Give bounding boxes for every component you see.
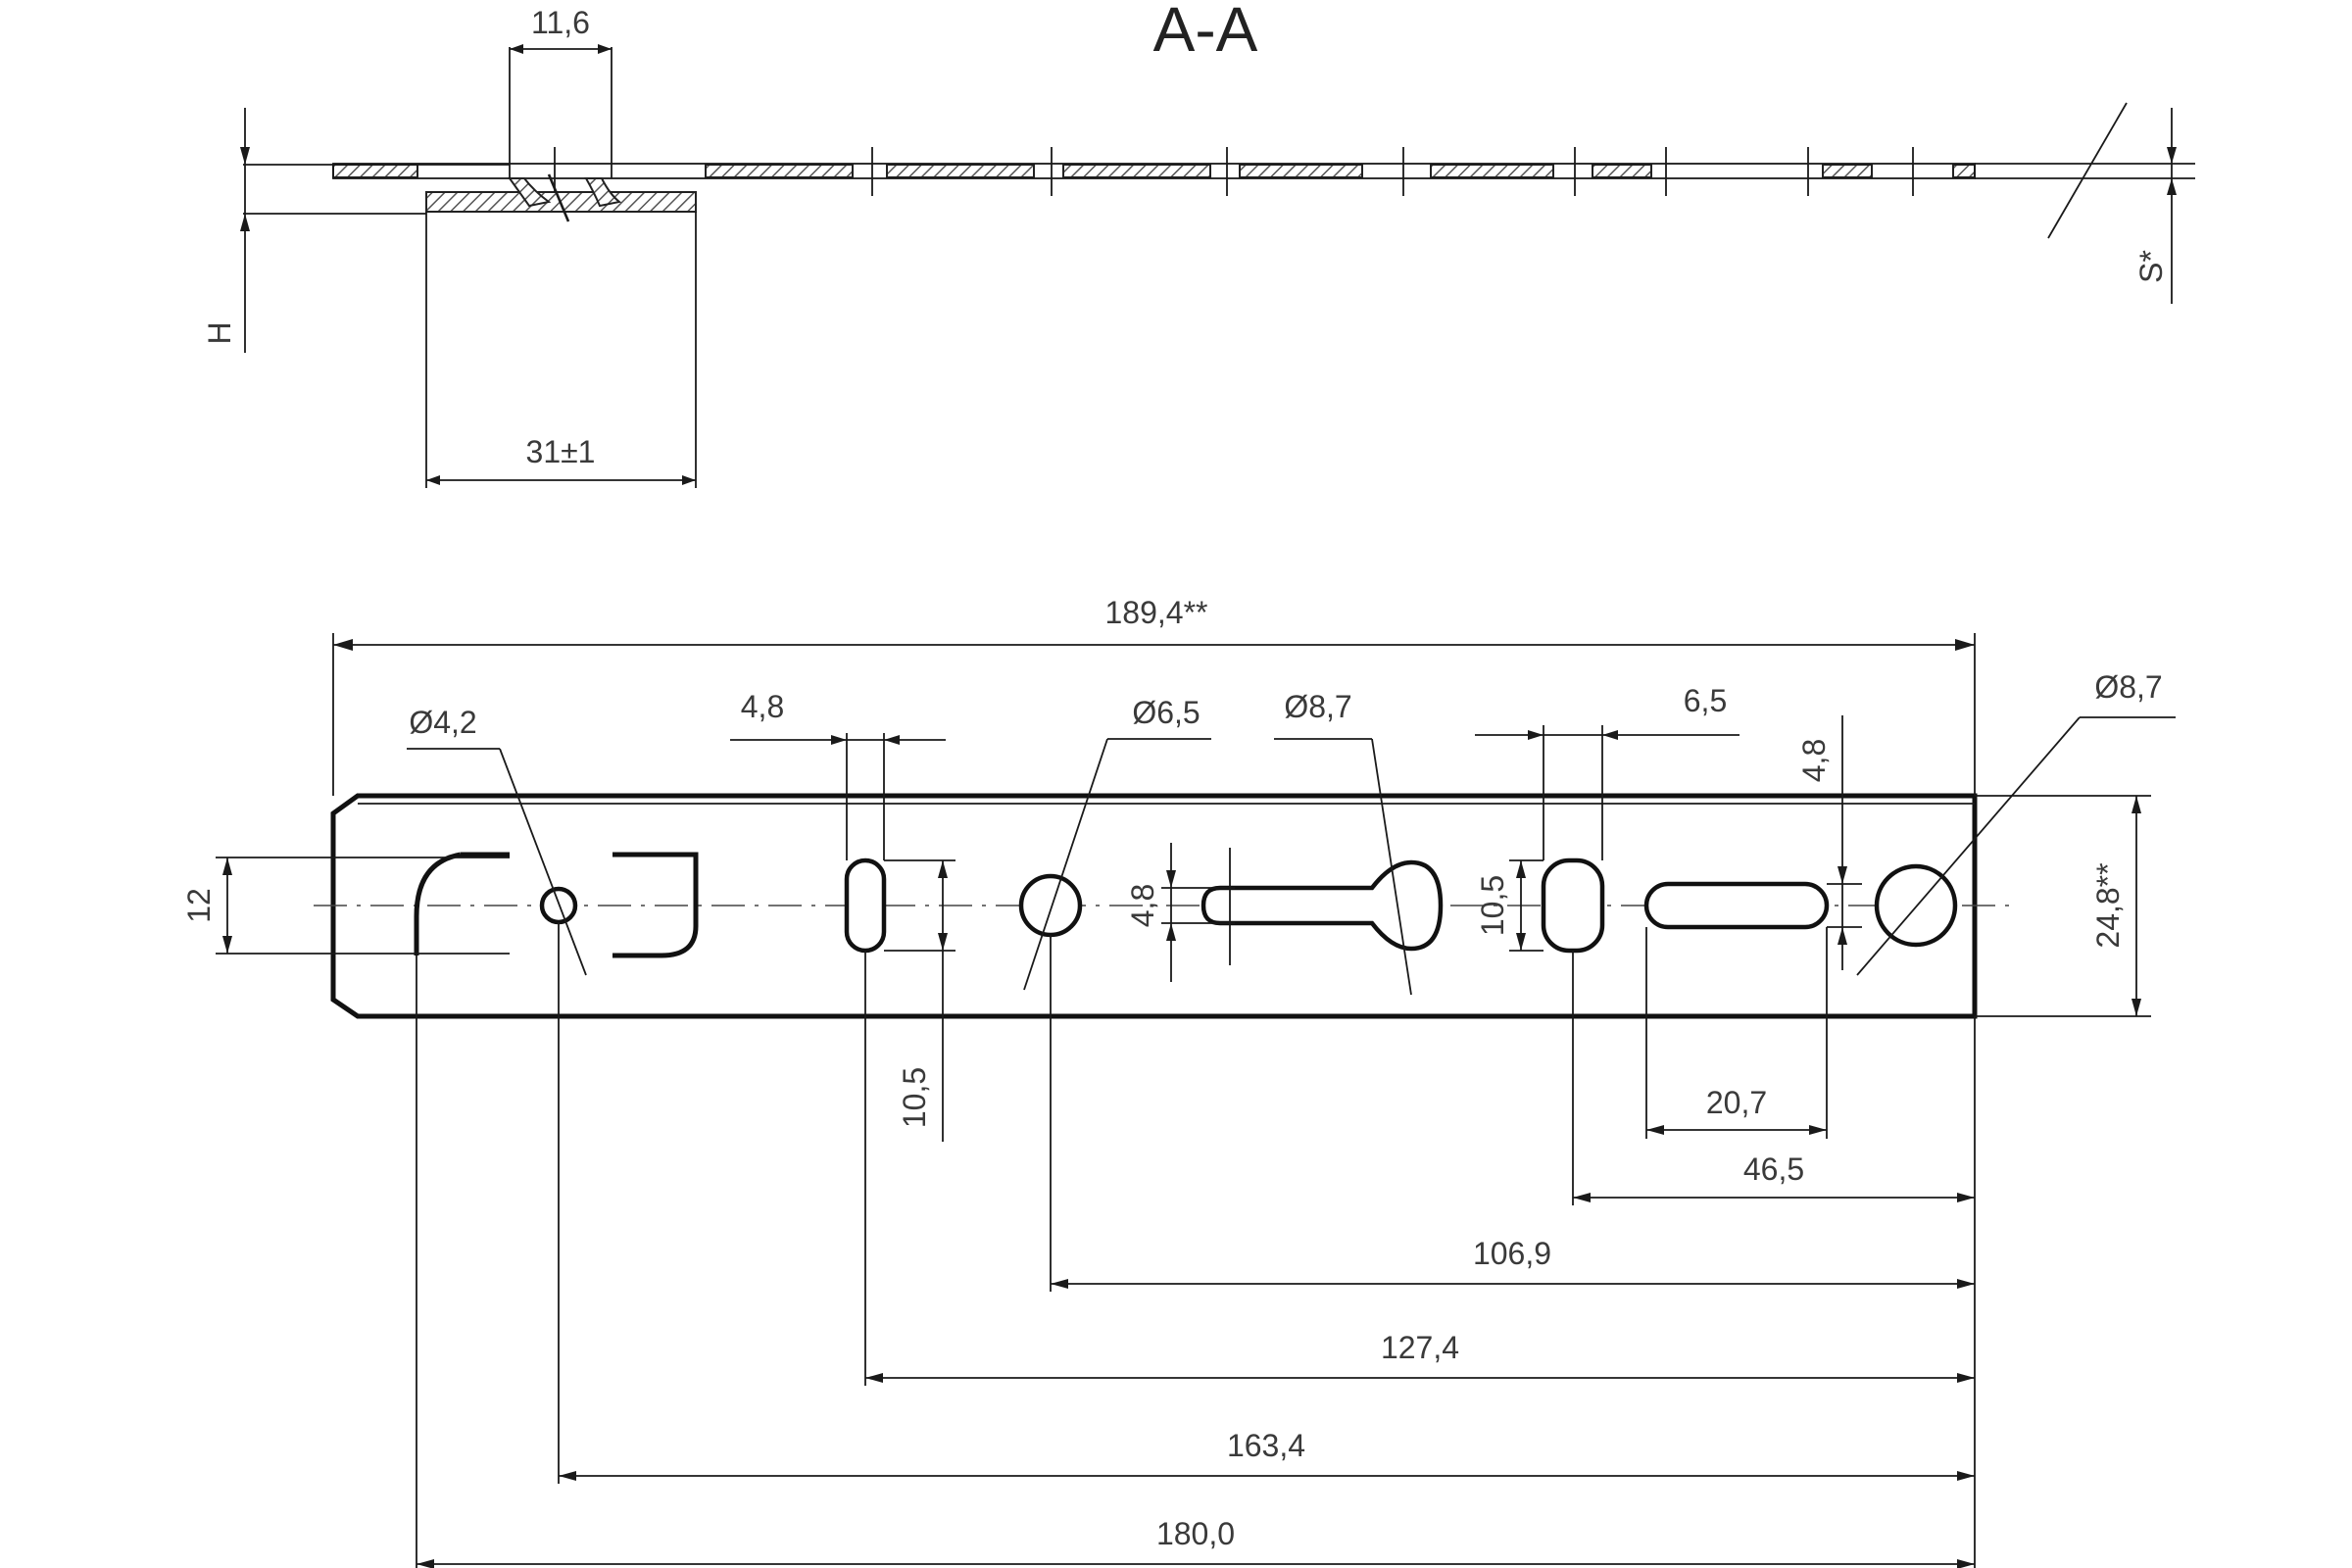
dim-overall-width-label: 24,8** xyxy=(2090,862,2126,948)
dim-section-bottom-width: 31±1 xyxy=(425,212,697,488)
dim-hole-4-2: Ø4,2 xyxy=(407,705,587,976)
dim-keyhole-slot: 4,8 xyxy=(1125,843,1235,982)
dim-overall-length: 189,4** xyxy=(332,595,1976,796)
keyhole-slot xyxy=(1200,859,1444,952)
section-strip-segment xyxy=(1062,164,1211,178)
dim-long-slot-length: 20,7 xyxy=(1645,927,1828,1139)
dim-keyhole-dia-label: Ø8,7 xyxy=(1284,689,1351,724)
dim-chain-163-4: 163,4 xyxy=(558,922,1975,1484)
section-strip-segment xyxy=(886,164,1035,178)
dim-section-height-label: H xyxy=(202,321,237,344)
section-strip-segment xyxy=(332,164,418,178)
dim-long-slot-length-label: 20,7 xyxy=(1706,1085,1767,1120)
dim-section-thickness: S* xyxy=(1975,102,2195,304)
dim-overall-width: 24,8** xyxy=(1975,795,2151,1017)
dim-slot1-length: 10,5 xyxy=(884,859,956,1142)
dim-hole-8-7-label: Ø8,7 xyxy=(2094,669,2162,705)
end-tab-right xyxy=(612,852,699,958)
slot-2 xyxy=(1541,858,1605,954)
dim-chain-106-9-label: 106,9 xyxy=(1473,1236,1551,1271)
section-crimp-left xyxy=(508,177,552,208)
dim-slot2-length-label: 10,5 xyxy=(1475,875,1510,936)
dim-end-slot-height: 12 xyxy=(181,857,510,955)
dim-chain-180-0-label: 180,0 xyxy=(1156,1516,1235,1551)
dim-slot1-width-label: 4,8 xyxy=(741,689,784,724)
dim-keyhole-slot-label: 4,8 xyxy=(1125,884,1160,927)
dim-hole-8-7: Ø8,7 xyxy=(1856,669,2176,976)
section-strip-segment xyxy=(1239,164,1363,178)
dim-section-thickness-label: S* xyxy=(2133,250,2169,283)
hole-6-5 xyxy=(1018,873,1083,938)
dim-hole-6-5-label: Ø6,5 xyxy=(1132,695,1200,730)
section-strip-outline xyxy=(332,163,1976,179)
section-title: A-A xyxy=(1153,0,1258,65)
section-crimp-right xyxy=(584,177,622,208)
dim-section-top-width: 11,6 xyxy=(509,5,612,178)
dim-long-slot-width-label: 4,8 xyxy=(1796,739,1832,782)
dim-chain-106-9: 106,9 xyxy=(1050,935,1975,1292)
plan-view: 189,4** 24,8** 12 Ø4,2 xyxy=(181,595,2176,1568)
dim-slot1-length-label: 10,5 xyxy=(897,1067,932,1128)
dim-section-top-width-label: 11,6 xyxy=(531,5,590,40)
dim-chain-163-4-label: 163,4 xyxy=(1227,1428,1305,1463)
dim-long-slot-width: 4,8 xyxy=(1796,715,1862,970)
long-slot xyxy=(1643,881,1830,930)
slot-1 xyxy=(844,858,887,954)
dim-slot2-width-label: 6,5 xyxy=(1684,683,1727,718)
dim-chain-46-5: 46,5 xyxy=(1572,951,1975,1205)
section-crimp-leader xyxy=(547,173,570,222)
dim-keyhole-dia: Ø8,7 xyxy=(1274,689,1412,996)
hole-8-7 xyxy=(1874,863,1958,948)
section-strip-segment xyxy=(1952,164,1976,178)
section-strip-segment xyxy=(1822,164,1873,178)
dim-chain-127-4-label: 127,4 xyxy=(1381,1330,1459,1365)
dim-end-slot-height-label: 12 xyxy=(181,888,217,923)
dim-section-bottom-width-label: 31±1 xyxy=(526,434,596,469)
dim-overall-length-label: 189,4** xyxy=(1105,595,1208,630)
dim-hole-6-5: Ø6,5 xyxy=(1023,695,1211,991)
dim-hole-4-2-label: Ø4,2 xyxy=(409,705,476,740)
dim-section-height: H xyxy=(202,108,510,353)
dim-slot2-width: 6,5 xyxy=(1475,683,1740,860)
dim-chain-46-5-label: 46,5 xyxy=(1743,1152,1804,1187)
dim-slot1-width: 4,8 xyxy=(730,689,946,860)
section-strip-segment xyxy=(1430,164,1554,178)
section-strip-segment xyxy=(705,164,854,178)
section-view: A-A xyxy=(202,0,2195,488)
dim-chain-180-0: 180,0 xyxy=(416,956,1975,1568)
section-break-ticks xyxy=(871,147,1914,196)
dim-chain-127-4: 127,4 xyxy=(864,951,1975,1386)
section-strip-segment xyxy=(1592,164,1652,178)
dim-slot2-length: 10,5 xyxy=(1475,859,1544,952)
